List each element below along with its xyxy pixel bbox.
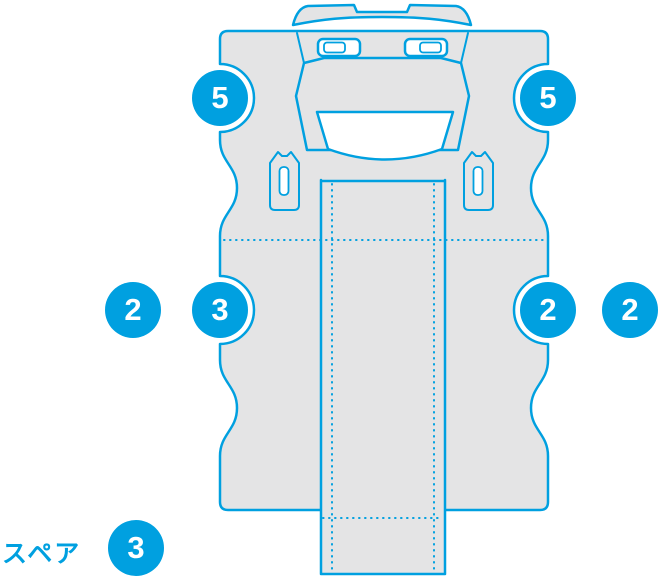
left-shoulder-line [296, 32, 305, 64]
callout-number: 2 [539, 292, 557, 327]
callout-number: 3 [211, 292, 229, 327]
spare-label: スペア [2, 540, 82, 568]
face-frame-outline [294, 56, 471, 152]
visor-cutout [315, 110, 455, 161]
callout-number: 2 [124, 292, 142, 327]
center-strip-edges [319, 178, 447, 576]
callout-number: 3 [127, 530, 145, 565]
top-left-button-inner [323, 41, 346, 54]
top-right-button-inner [419, 41, 442, 54]
left-latch-slot [278, 166, 290, 196]
callout-right-mid: 2 [520, 282, 576, 338]
callout-number: 5 [211, 80, 229, 115]
right-shoulder-line [460, 32, 469, 64]
center-strip-fill [321, 180, 445, 574]
callout-left-top: 5 [192, 70, 248, 126]
callout-number: 5 [539, 80, 557, 115]
callout-spare: 3 [108, 520, 164, 576]
top-strip-piece [291, 3, 473, 27]
callout-left-mid: 3 [192, 282, 248, 338]
right-latch-slot [472, 166, 484, 196]
callout-far-left: 2 [105, 282, 161, 338]
callout-far-right: 2 [602, 282, 658, 338]
callout-right-top: 5 [520, 70, 576, 126]
callout-number: 2 [621, 292, 639, 327]
